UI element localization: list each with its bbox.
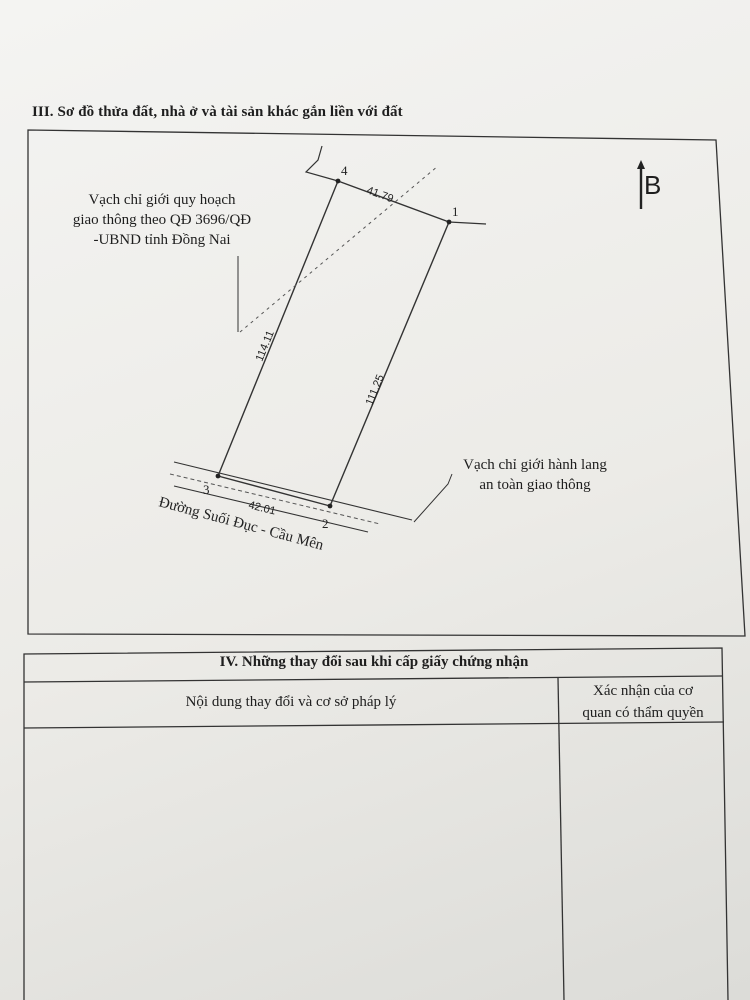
annotation-corridor-line1: Vạch chỉ giới hành lang: [463, 457, 607, 473]
neighbor-line-right: [448, 221, 487, 225]
point-2-label: 2: [322, 516, 329, 531]
north-label: B: [644, 170, 662, 200]
edge-4-1: [337, 180, 450, 223]
distance-2-3: 42.01: [247, 499, 277, 517]
annotation-planning-line1: Vạch chỉ giới quy hoạch: [88, 192, 236, 208]
section4-title: IV. Những thay đổi sau khi cấp giấy chứn…: [219, 654, 529, 670]
road-name: Đường Suối Đục - Cầu Mên: [157, 494, 326, 554]
point-4-label: 4: [341, 163, 348, 178]
edge-3-4: [217, 180, 339, 477]
neighbor-line-top: [304, 145, 339, 182]
road-line-1: [173, 461, 413, 521]
annotation-corridor-line2: an toàn giao thông: [479, 477, 591, 493]
point-1-marker: [446, 219, 452, 225]
edge-2-3: [217, 475, 331, 507]
section3-frame: [27, 129, 746, 637]
leader-corridor: [413, 473, 453, 523]
point-1-label: 1: [452, 204, 459, 219]
section3-title: III. Sơ đồ thửa đất, nhà ở và tài sản kh…: [32, 104, 403, 120]
point-2-marker: [327, 503, 333, 509]
section4-col1-header: Nội dung thay đổi và cơ sở pháp lý: [185, 694, 397, 710]
annotation-planning: Vạch chỉ giới quy hoạch giao thông theo …: [42, 190, 282, 250]
point-3-label: 3: [203, 482, 210, 497]
north-arrow-icon: [637, 160, 645, 209]
point-4-marker: [335, 178, 341, 184]
section4-col2-header-line2: quan có thẩm quyền: [582, 705, 704, 721]
section4-col2-header-line1: Xác nhận của cơ: [593, 683, 693, 699]
annotation-planning-line3: -UBND tỉnh Đồng Nai: [93, 232, 231, 248]
section4-table-lines: [23, 647, 729, 1000]
road-line-2: [169, 473, 381, 525]
point-3-marker: [215, 473, 221, 479]
section4-col2-header: Xác nhận của cơ quan có thẩm quyền: [562, 678, 724, 728]
section4-table: IV. Những thay đổi sau khi cấp giấy chứn…: [24, 648, 724, 1000]
planning-boundary-line: [239, 165, 439, 333]
edge-1-2: [329, 221, 450, 507]
distance-1-2: 111.25: [364, 373, 387, 407]
road-line-3: [173, 485, 369, 533]
annotation-corridor: Vạch chỉ giới hành lang an toàn giao thô…: [440, 455, 630, 495]
distance-3-4: 114.11: [254, 329, 277, 363]
distance-4-1: 41.79: [365, 185, 395, 206]
annotation-planning-line2: giao thông theo QĐ 3696/QĐ: [72, 212, 252, 228]
